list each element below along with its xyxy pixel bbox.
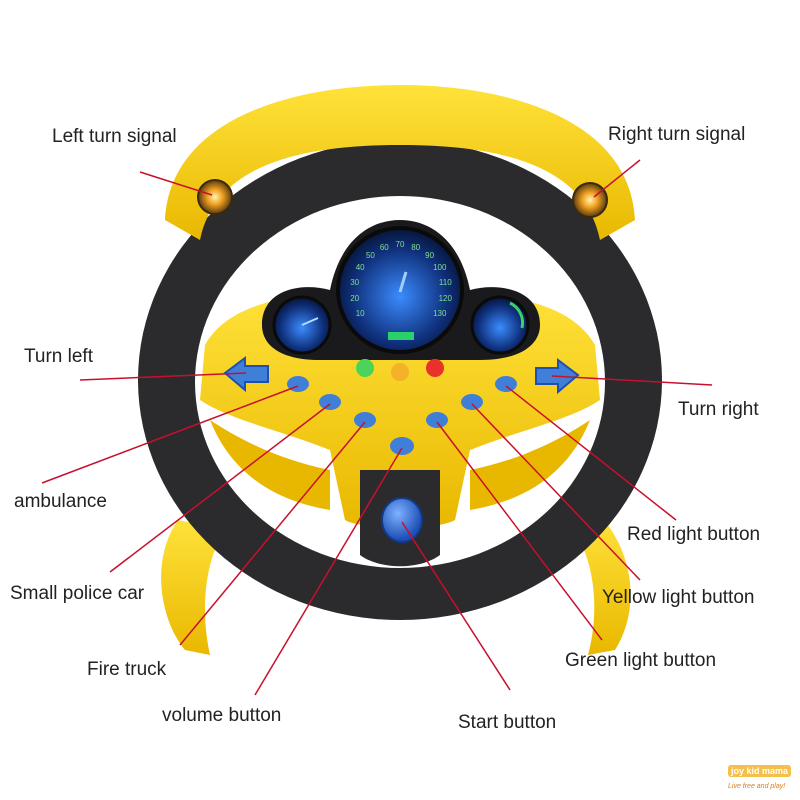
right-turn-signal-lamp[interactable] [572,182,608,218]
leader-volume-button [254,447,403,696]
stand [161,515,631,655]
label-volume-button: volume button [162,705,282,726]
leader-green-light-button [436,421,603,641]
small-police-car-button[interactable] [319,394,341,410]
fire-truck-button[interactable] [354,412,376,428]
green-light-button[interactable] [426,412,448,428]
label-turn-left: Turn left [24,346,93,367]
label-left-turn-signal: Left turn signal [52,126,177,147]
label-green-light-button: Green light button [565,650,717,671]
label-ambulance: ambulance [14,491,107,512]
speedometer-tick-label: 40 [356,263,365,272]
wheel-top-grip [165,85,635,240]
watermark-tagline: Live free and play! [728,783,786,790]
indicator-lights [356,359,444,381]
leader-right-turn-signal [593,159,641,198]
speedometer-tick-label: 80 [411,243,420,252]
leader-turn-right [551,375,713,386]
temperature-gauge [470,295,530,355]
label-small-police-car: Small police car [10,583,145,604]
speedometer-tick-label: 30 [350,278,359,287]
leader-small-police-car [109,403,331,573]
leader-yellow-light-button [471,403,641,581]
speedometer-tick-label: 60 [380,243,389,252]
speedometer-tick-label: 50 [366,251,375,260]
leader-lines [41,159,713,696]
speedometer-tick-label: 120 [439,294,453,303]
leader-red-light-button [505,385,677,521]
speedometer-tick-label: 10 [356,309,365,318]
speedometer-tick-label: 90 [425,251,434,260]
yellow-light-button[interactable] [461,394,483,410]
label-fire-truck: Fire truck [87,659,167,680]
label-red-light-button: Red light button [627,524,761,545]
speedometer-tick-label: 110 [439,278,452,287]
speedometer-tick-label: 130 [433,309,447,318]
speedometer-tick-label: 100 [433,263,447,272]
leader-left-turn-signal [139,171,213,196]
volume-button[interactable] [390,437,414,455]
left-turn-signal-lamp[interactable] [197,179,233,215]
leader-fire-truck [179,421,366,646]
label-turn-right: Turn right [678,399,759,420]
start-button[interactable] [381,497,423,543]
red-light-button[interactable] [495,376,517,392]
label-right-turn-signal: Right turn signal [608,124,746,145]
fuel-gauge [272,295,332,355]
turn-left-button[interactable] [223,356,269,393]
leader-turn-left [79,372,247,381]
leader-ambulance [41,385,299,484]
label-start-button: Start button [458,712,557,733]
label-yellow-light-button: Yellow light button [602,587,755,608]
leader-start-button [401,521,511,691]
speedometer-tick-label: 70 [396,240,405,249]
watermark-brand: joy kid mama [728,765,792,777]
speedometer-tick-label: 20 [350,294,359,303]
